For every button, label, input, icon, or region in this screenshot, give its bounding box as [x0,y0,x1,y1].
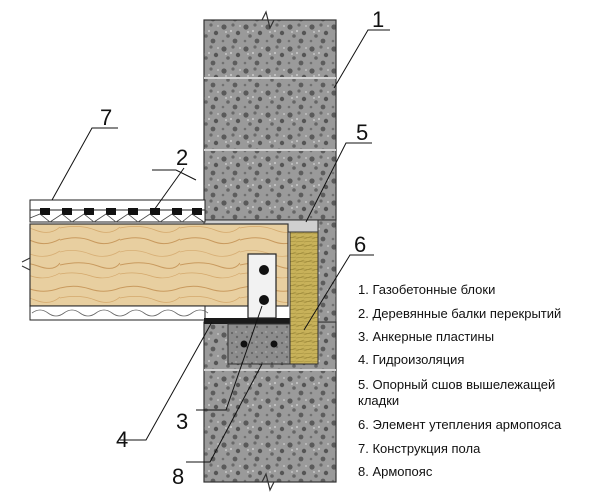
reinforced-belt [227,323,291,365]
callout-2: 2 [176,145,188,170]
legend: 1. Газобетонные блоки 2. Деревянные балк… [358,282,562,479]
callout-5: 5 [356,120,368,145]
wall-break-marks [261,10,275,492]
timber-floor-beam [21,223,289,307]
callout-6: 6 [354,232,366,257]
legend-item-3: 3. Анкерные пластины [358,329,494,344]
belt-insulation-element [289,231,319,365]
waterproofing-strip [204,318,312,324]
legend-item-2: 2. Деревянные балки перекрытий [358,306,561,321]
callout-8: 8 [172,464,184,489]
aerated-concrete-wall-right-band [317,219,337,323]
anchor-plate [247,253,277,319]
legend-item-5: 5. Опорный сшов вышележащей [358,377,555,392]
legend-item-1: 1. Газобетонные блоки [358,282,495,297]
legend-item-6: 6. Элемент утепления армопояса [358,417,562,432]
legend-item-7: 7. Конструкция пола [358,441,481,456]
callout-numbers: 1 2 3 4 5 6 7 8 [100,7,384,489]
callout-1: 1 [372,7,384,32]
aerated-concrete-wall-upper [203,19,337,221]
callout-4: 4 [116,427,128,452]
ceiling-lining [29,305,209,321]
legend-item-4: 4. Гидроизоляция [358,352,464,367]
legend-item-8: 8. Армопояс [358,464,433,479]
callout-3: 3 [176,409,188,434]
legend-item-5-cont: кладки [358,393,399,408]
leader-lines [51,29,390,463]
callout-7: 7 [100,105,112,130]
floor-construction [29,199,206,223]
